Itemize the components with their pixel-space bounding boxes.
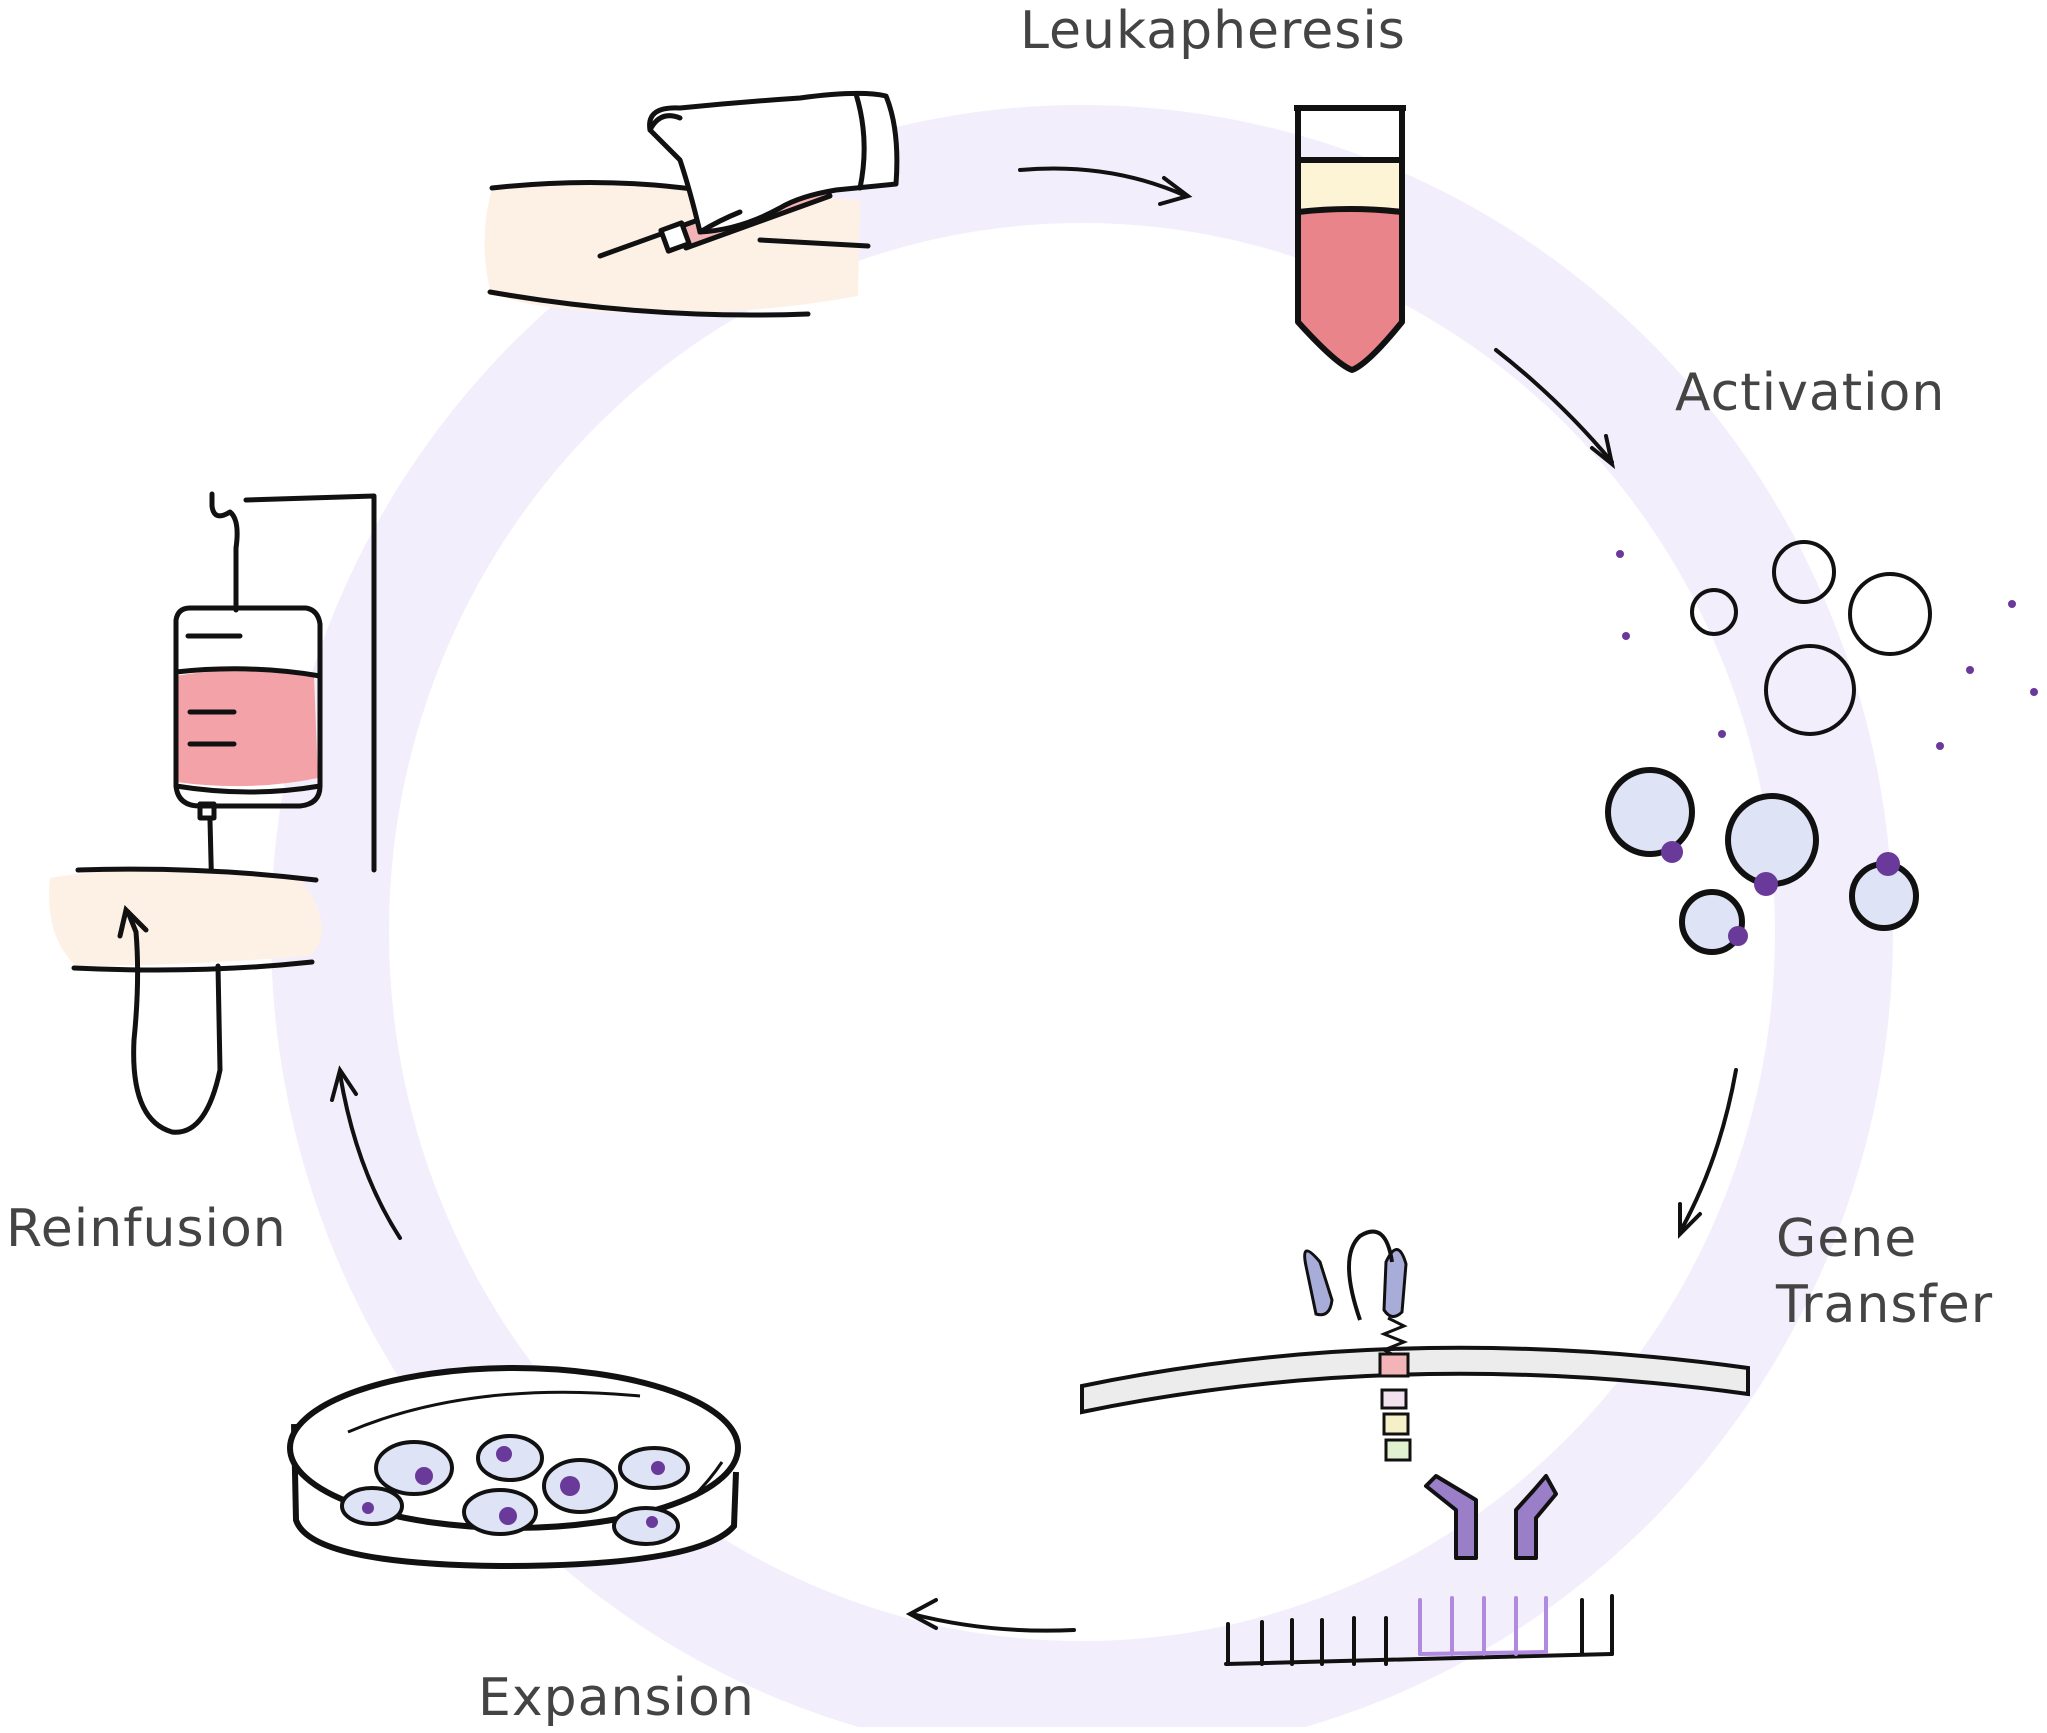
blood-tube-icon <box>1294 105 1406 373</box>
label-reinfusion: Reinfusion <box>6 1199 287 1259</box>
iv-pole <box>243 493 377 873</box>
syringe-tip <box>658 220 692 254</box>
cycle-ring <box>271 105 1893 1733</box>
cytokine-dots <box>1616 550 2038 750</box>
cell-membrane <box>1080 1345 1750 1415</box>
tube-blood <box>1298 210 1402 370</box>
iv-bag-illustration <box>173 491 377 903</box>
arrow-to-expansion <box>905 1598 1076 1633</box>
iv-bag <box>173 605 323 795</box>
expanding-t-cells <box>340 1434 690 1546</box>
arrow-to-tube <box>1018 166 1193 206</box>
antibody-icons <box>1424 1474 1558 1560</box>
label-expansion: Expansion <box>478 1668 755 1728</box>
label-gene: Gene <box>1776 1209 1917 1269</box>
activated-t-cells <box>1605 767 1919 955</box>
arrow-to-gene-transfer <box>1678 1068 1738 1239</box>
reinfusion-arm <box>49 866 322 1135</box>
label-activation: Activation <box>1675 363 1946 423</box>
arrow-to-reinfusion <box>330 1065 402 1240</box>
tube-plasma <box>1298 160 1402 210</box>
activation-beads <box>1690 540 1932 736</box>
car-receptor-illustration <box>1080 1229 1750 1462</box>
blood-draw-illustration <box>484 90 900 318</box>
arrow-to-activation <box>1494 348 1616 470</box>
label-transfer: Transfer <box>1775 1275 1993 1335</box>
label-leukapheresis: Leukapheresis <box>1020 1 1406 61</box>
iv-fluid <box>174 670 318 787</box>
dna-strand <box>1224 1594 1614 1666</box>
